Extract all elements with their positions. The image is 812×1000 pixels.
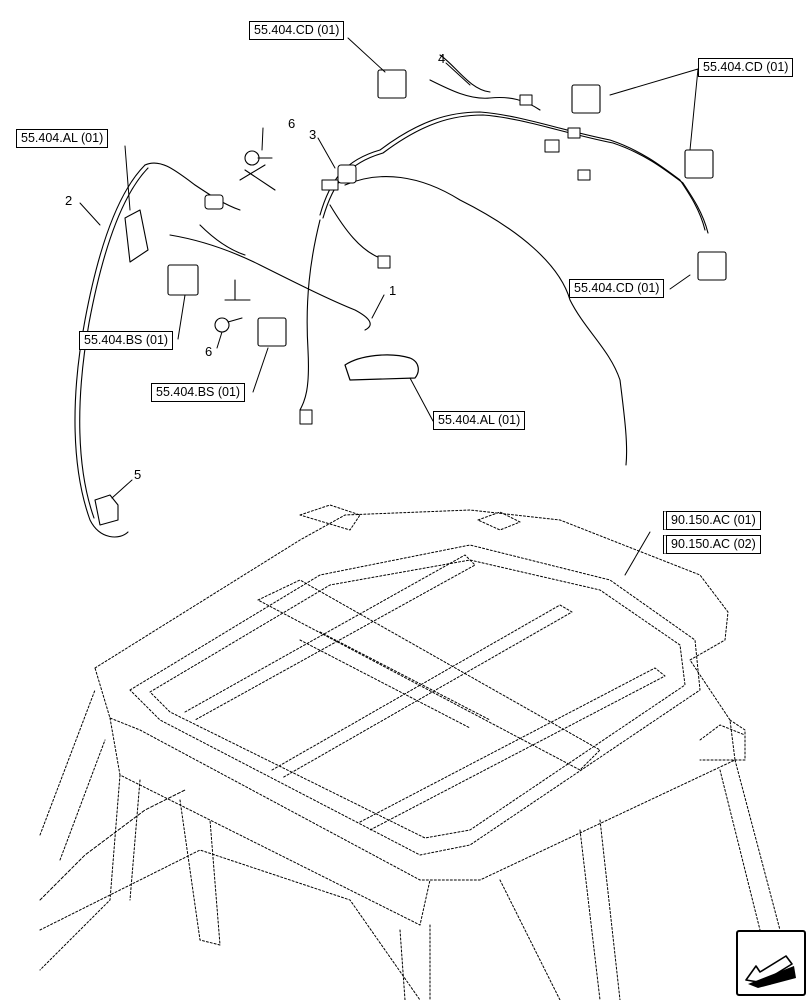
callout-1: 1 (389, 283, 397, 298)
harness-main (299, 54, 709, 466)
ref-cd-mid[interactable]: 55.404.CD (01) (569, 279, 665, 298)
connectors (204, 94, 591, 425)
ref-cd-right[interactable]: 55.404.CD (01) (698, 58, 794, 77)
dome-light (344, 354, 419, 381)
callout-4: 4 (438, 51, 446, 66)
callout-6a: 6 (288, 116, 296, 131)
ref-ac-1[interactable]: 90.150.AC (01) (663, 511, 761, 530)
callout-5: 5 (134, 467, 142, 482)
work-lamps (124, 69, 727, 347)
leader-lines (79, 37, 699, 576)
switch-part (94, 494, 119, 526)
ref-ac-2[interactable]: 90.150.AC (02) (663, 535, 761, 554)
roof-rail-detail (39, 789, 186, 901)
cab-roof-frame (39, 504, 781, 1000)
arrow-nav-icon (745, 955, 796, 988)
callout-2: 2 (65, 193, 73, 208)
ref-cd-top[interactable]: 55.404.CD (01) (249, 21, 345, 40)
callout-6b: 6 (205, 344, 213, 359)
callout-3: 3 (309, 127, 317, 142)
screw-parts (214, 150, 276, 333)
ref-bs-1[interactable]: 55.404.BS (01) (79, 331, 174, 350)
ref-al-mid[interactable]: 55.404.AL (01) (433, 411, 526, 430)
nav-button[interactable] (736, 930, 806, 996)
ref-al-left[interactable]: 55.404.AL (01) (16, 129, 109, 148)
harness-2 (74, 162, 371, 538)
ref-bs-2[interactable]: 55.404.BS (01) (151, 383, 246, 402)
